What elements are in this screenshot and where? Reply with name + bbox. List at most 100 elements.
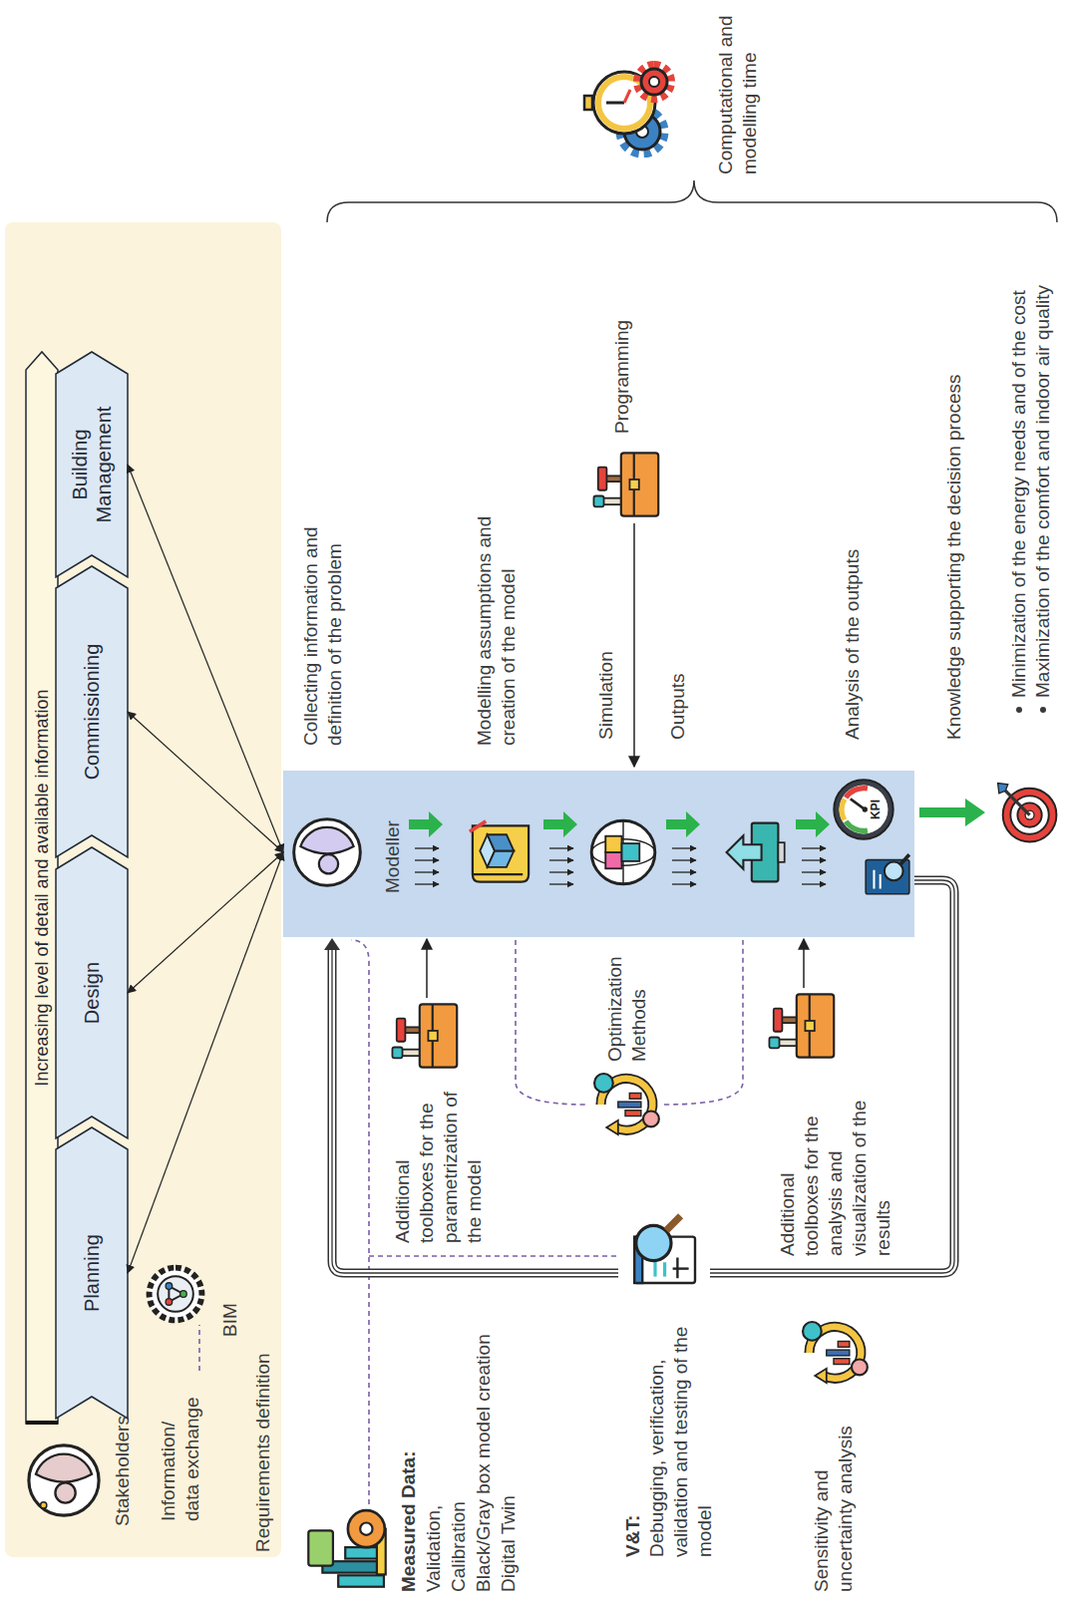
- bar-end: [25, 1421, 58, 1425]
- step-label: Analysis of the outputs: [840, 480, 865, 740]
- list-item: Validation,: [421, 1303, 446, 1593]
- flow-arrows: [408, 811, 830, 885]
- step-label: Outputs: [666, 590, 691, 740]
- phase-chevron: Commissioning: [55, 566, 128, 858]
- flow-arrow: [672, 847, 697, 849]
- stakeholders-label: Stakeholders: [110, 1357, 135, 1527]
- modeller-label: Modeller: [380, 793, 405, 894]
- note-label: Debugging, verification, validation and …: [645, 1323, 717, 1558]
- note-label: Optimization Methods: [603, 937, 652, 1063]
- bullet: [1016, 707, 1023, 713]
- modeller-icon: [294, 819, 361, 887]
- step-label: Modelling assumptions and creation of th…: [472, 486, 521, 746]
- report-icon: [865, 854, 910, 895]
- flow-arrow: [549, 859, 574, 861]
- list-item: Digital Twin: [496, 1303, 521, 1593]
- leader-lines: [199, 180, 1058, 1505]
- list-item: Calibration: [446, 1303, 471, 1593]
- optimization-icon: [594, 1073, 660, 1135]
- phase-label: Commissioning: [79, 644, 104, 781]
- outline: [55, 566, 128, 858]
- flow-arrow: [549, 847, 574, 849]
- note-label: Sensitivity and uncertainty analysis: [809, 1395, 858, 1593]
- outputs-icon: [726, 823, 785, 883]
- heading-label: V&T:: [621, 1437, 646, 1558]
- note-label: Additional toolboxes for the analysis an…: [775, 1088, 896, 1257]
- flow-arrow: [801, 883, 826, 885]
- verification-icon: [634, 1216, 696, 1284]
- dashed-link: [351, 940, 369, 1505]
- step-label: Programming: [610, 274, 635, 434]
- curly-brace: [327, 180, 1058, 223]
- flow-arrow: [549, 883, 574, 885]
- stakeholders-icon: [28, 1445, 99, 1516]
- heading-label: Measured Data:: [396, 1303, 421, 1593]
- green-arrow: [795, 811, 830, 838]
- flow-arrow: [672, 871, 697, 873]
- kpi-label: KPI: [868, 792, 883, 827]
- green-arrow: [919, 798, 986, 827]
- flow-arrow: [801, 871, 826, 873]
- bim-icon: [149, 1268, 203, 1322]
- feedback-loop: [324, 880, 955, 1274]
- kpi-gauge-icon: [833, 779, 893, 839]
- input-arrow: [425, 939, 428, 999]
- outline: [55, 352, 128, 578]
- phase-label: Design: [79, 962, 104, 1025]
- phase-label: Increasing level of detail and available…: [28, 689, 55, 1086]
- simulation-icon: [591, 820, 656, 885]
- dashed-link: [515, 940, 587, 1105]
- phase-chevron: Building Management: [55, 352, 128, 578]
- flow-arrow: [801, 847, 826, 849]
- progress-bar-arrow: Increasing level of detail and available…: [25, 352, 58, 1424]
- flow-arrow: [672, 859, 697, 861]
- step-label: Knowledge supporting the decision proces…: [942, 301, 967, 740]
- stopwatch-icon: [584, 64, 672, 154]
- flow-arrow: [672, 883, 697, 885]
- input-arrow: [802, 939, 805, 989]
- flow-arrow: [414, 847, 439, 849]
- outline: [55, 847, 128, 1139]
- flow-arrow: [414, 871, 439, 873]
- toolbox-icon: [768, 994, 834, 1058]
- green-arrow: [666, 811, 701, 838]
- bullet: [1040, 707, 1047, 713]
- model-icon: [469, 821, 529, 883]
- toolbox-icon: [593, 452, 659, 516]
- stakeholder-link: [127, 711, 284, 853]
- green-arrow: [408, 811, 443, 838]
- bim-label: BIM: [218, 1287, 243, 1338]
- flow-arrow: [414, 883, 439, 885]
- outline: [55, 1127, 128, 1420]
- dashed-link: [664, 940, 743, 1105]
- bullet-item: Maximization of the comfort and indoor a…: [1031, 285, 1056, 699]
- flow-arrow: [414, 859, 439, 861]
- chevron-shape: [55, 352, 128, 578]
- dashed-link: [368, 1255, 621, 1258]
- flow-arrow: [801, 859, 826, 861]
- step-label: Simulation: [594, 590, 619, 740]
- green-arrow: [543, 811, 578, 838]
- outline: [25, 352, 58, 1424]
- flow-arrow: [549, 871, 574, 873]
- sensitivity-icon: [802, 1322, 868, 1384]
- stakeholder-link: [127, 852, 284, 1274]
- stakeholder-link: [127, 852, 284, 994]
- note-label: Additional toolboxes for the parametriza…: [390, 1075, 487, 1244]
- target-icon: [998, 783, 1058, 843]
- stakeholder-panel: Stakeholders Information/ data exchange BI…: [4, 222, 282, 1558]
- input-arrow: [633, 523, 636, 767]
- list-item: Black/Gray box model creation: [471, 1303, 496, 1593]
- phase-chevron: Planning: [55, 1127, 128, 1420]
- dashed-link: [198, 1325, 201, 1372]
- icons: [28, 64, 1058, 1588]
- bullet-item: Minimization of the energy needs and of …: [1007, 290, 1032, 699]
- exchange-label: Information/ data exchange: [156, 1387, 205, 1522]
- phase-label: Building Management: [67, 399, 116, 530]
- note-label: Computational and modelling time: [713, 6, 762, 175]
- stakeholder-link: [127, 464, 284, 853]
- phase-label: Planning: [79, 1234, 104, 1313]
